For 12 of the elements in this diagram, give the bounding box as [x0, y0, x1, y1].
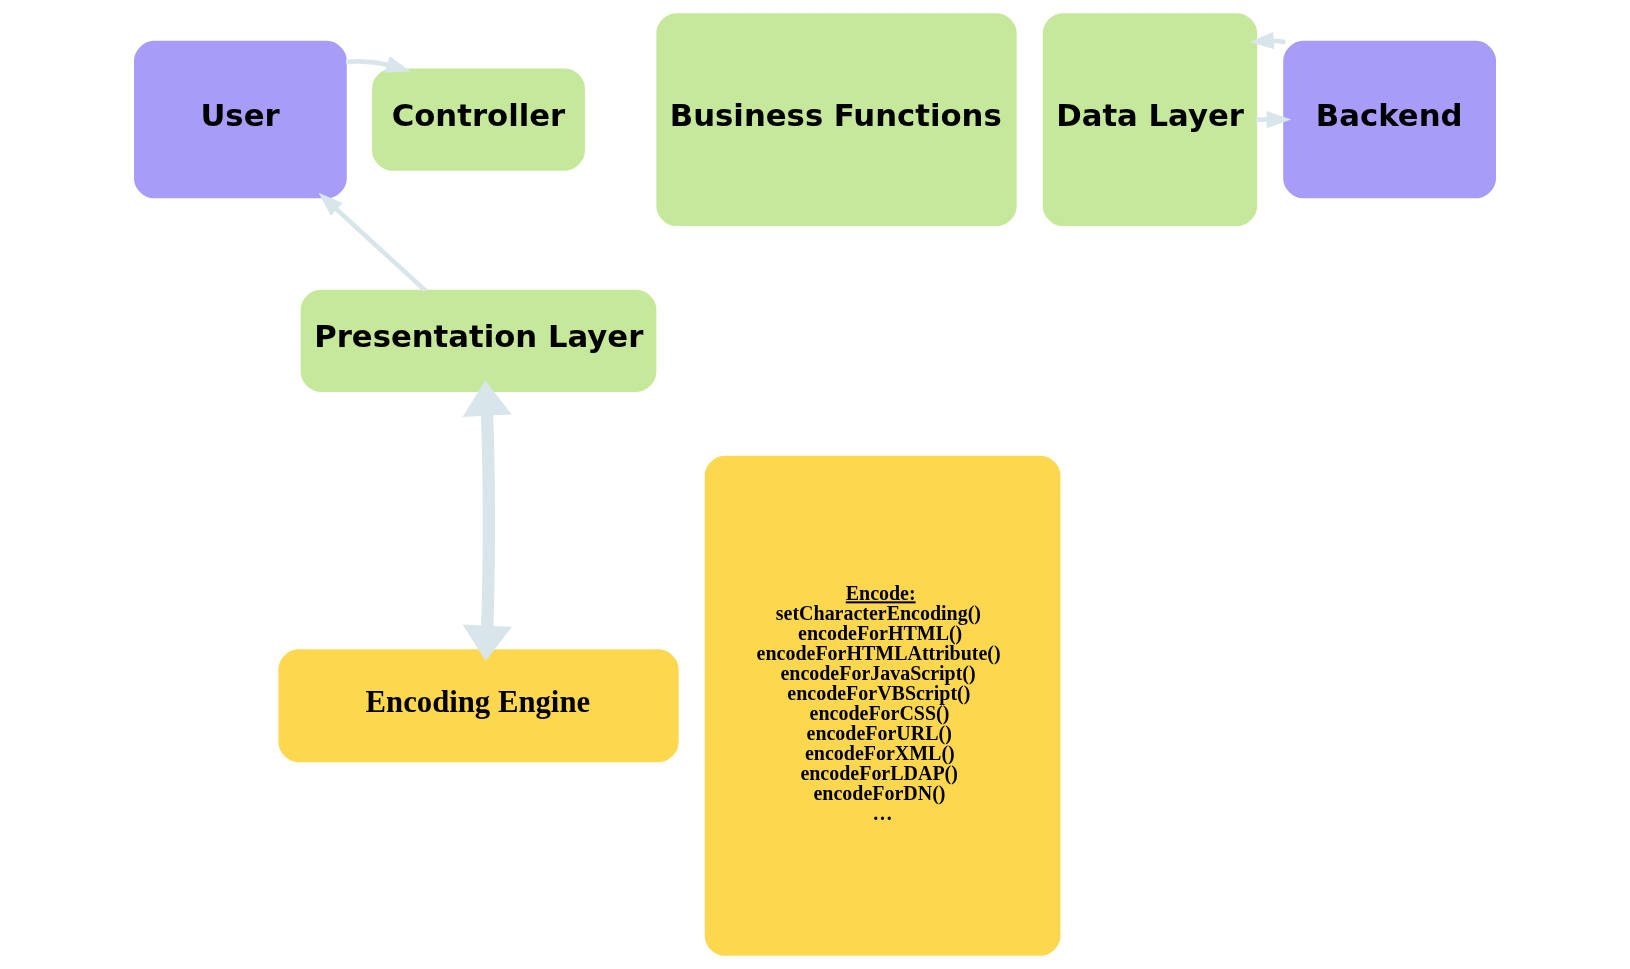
node-box: Business Functions	[656, 13, 1017, 226]
arrow	[462, 380, 512, 661]
arrow	[1256, 111, 1292, 129]
node-box: Data Layer	[1042, 13, 1258, 226]
node-box: Controller	[372, 68, 585, 171]
node-box: Encode: setCharacterEncoding() encodeForHTML() encodeForHTMLAttribute() encodeForJavaScript() encodeForVBScript() encodeForCSS() encodeForURL() encodeForXML() encodeForLDAP() encodeForDN() …	[704, 455, 1061, 956]
node-box: Backend	[1283, 40, 1496, 199]
node-box: Presentation Layer	[300, 289, 657, 392]
arrow	[318, 192, 427, 293]
node-box: Encoding Engine	[278, 649, 679, 763]
arrow	[345, 56, 411, 73]
node-box: User	[134, 40, 347, 199]
